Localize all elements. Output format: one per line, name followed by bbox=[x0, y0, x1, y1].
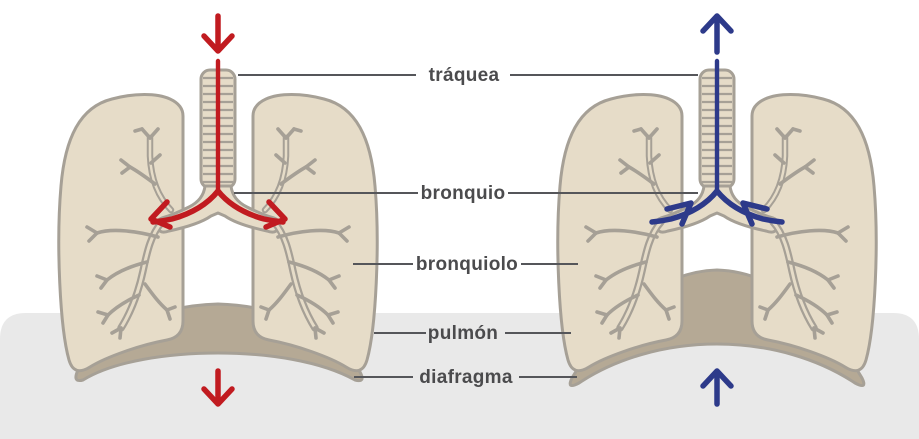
inhale-arrow-bottom-head bbox=[201, 386, 235, 407]
exhale-right-bronchus-line bbox=[714, 188, 785, 225]
exhale-right-bronchus-head bbox=[740, 200, 770, 227]
exhale-left-bronchus-line bbox=[649, 188, 720, 225]
label-leader-lines bbox=[234, 74, 698, 378]
diafragma-label: diafragma bbox=[419, 367, 513, 388]
exhale-arrow-bottom-head bbox=[700, 368, 734, 389]
inhalation-diagram bbox=[59, 13, 377, 407]
bronquiolo-label: bronquiolo bbox=[416, 254, 518, 275]
traquea-label: tráquea bbox=[429, 65, 500, 86]
inhale-arrow-top-head bbox=[201, 33, 235, 54]
inhale-airflow-arrows bbox=[148, 13, 288, 407]
inhale-left-bronchus-head bbox=[148, 199, 173, 230]
exhalation-diagram bbox=[558, 13, 876, 407]
exhale-left-bronchus-head bbox=[664, 200, 694, 227]
pulmon-label: pulmón bbox=[428, 323, 498, 344]
exhale-arrow-top-head bbox=[700, 13, 734, 34]
exhale-airflow-arrows bbox=[649, 13, 785, 407]
bronquio-label: bronquio bbox=[421, 183, 506, 204]
inhale-right-bronchus-head bbox=[263, 199, 288, 230]
